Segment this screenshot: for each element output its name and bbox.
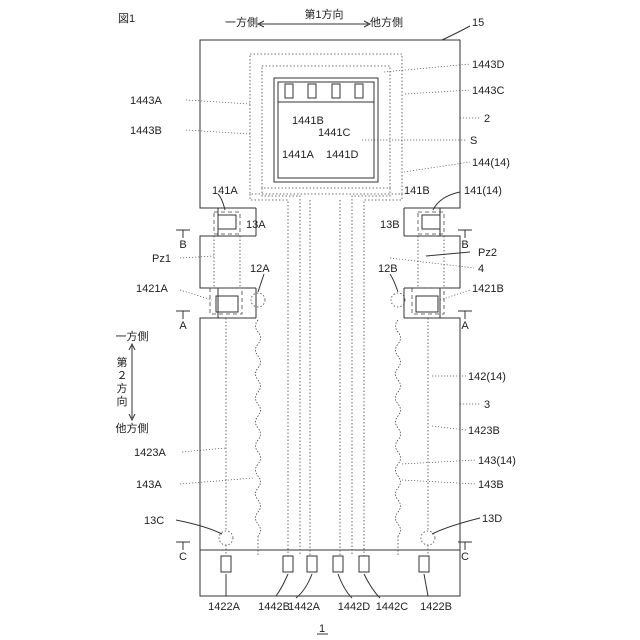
dir2-bottom-label: 他方側 [116,421,149,435]
pad-label-1422A: 1422A [208,601,240,613]
label-1441A: 1441A [282,149,314,161]
label-143B: 143B [478,479,504,491]
label-143A: 143A [136,479,162,491]
label-1423A: 1423A [134,447,166,459]
pad-1441A [285,84,293,98]
label-1423B: 1423B [468,425,500,437]
sensor-region [250,54,402,194]
dir2-title-char-1: 第 [117,355,128,369]
figure-label: 図1 [118,12,135,25]
section-b-left: B [179,239,186,251]
right-side-components [391,212,444,556]
bottom-pad-labels: 1422A 1442B 1442A 1442D 1442C 1422B [208,601,452,613]
terminal-1442B [283,556,293,572]
dir2-title-char-3: 方 [117,381,128,395]
terminal-1442C [359,556,369,572]
device-outline [200,40,460,596]
section-c-left: C [179,551,187,563]
label-1441D: 1441D [326,149,358,161]
label-15: 15 [472,17,484,29]
label-Pz1: Pz1 [152,253,171,265]
pad-1441D [355,84,363,98]
section-b-right: B [461,239,468,251]
label-1421A: 1421A [136,283,168,295]
pad-label-1422B: 1422B [420,601,452,613]
pad-label-1442D: 1442D [338,601,370,613]
pad-1441C [332,84,340,98]
dir1-left-label: 一方側 [225,15,258,29]
label-141B: 141B [404,185,430,197]
label-1443A: 1443A [130,95,162,107]
section-c-right: C [461,551,469,563]
terminal-1422A [221,556,231,572]
section-a-right: A [461,320,469,332]
terminal-1442A [307,556,317,572]
pad-1441B [308,84,316,98]
label-141A: 141A [212,185,238,197]
pad-label-1442C: 1442C [376,601,408,613]
label-12A: 12A [250,263,270,275]
label-1443C: 1443C [472,85,504,97]
dir2-title-char-2: ２ [117,370,128,382]
label-13B: 13B [380,219,400,231]
figure-number: 1 [319,623,325,635]
label-142: 142(14) [468,371,506,383]
label-1443B: 1443B [130,125,162,137]
label-141: 141(14) [464,185,502,197]
pad-label-1442B: 1442B [258,601,290,613]
first-direction-indicator: 一方側 第1方向 他方側 [225,7,403,29]
label-Pz2: Pz2 [478,247,497,259]
label-13A: 13A [246,219,266,231]
label-13C: 13C [144,515,164,527]
terminal-1442D [333,556,343,572]
dir2-title-char-4: 向 [117,394,128,408]
label-12B: 12B [378,263,398,275]
dir2-top-label: 一方側 [116,329,149,343]
section-a-left: A [179,320,187,332]
label-2: 2 [484,113,490,125]
label-1443D: 1443D [472,59,504,71]
second-direction-indicator: 一方側 第 ２ 方 向 他方側 [116,329,149,435]
terminal-1422B [419,556,429,572]
label-1441C: 1441C [318,127,350,139]
dir1-title: 第1方向 [304,7,343,21]
label-13D: 13D [482,513,502,525]
label-S: S [470,135,477,147]
dir1-right-label: 他方側 [370,15,403,29]
bottom-terminal-pads [221,556,429,572]
pad-label-1442A: 1442A [288,601,320,613]
label-4: 4 [478,263,484,275]
label-143: 143(14) [478,455,516,467]
wiring-traces [250,188,402,556]
reference-labels: 15 1443D 1443C 1443A 1443B 2 S 144(14) 1… [130,17,516,527]
label-144: 144(14) [472,157,510,169]
label-1441B: 1441B [292,115,324,127]
label-1421B: 1421B [472,283,504,295]
label-3: 3 [484,399,490,411]
